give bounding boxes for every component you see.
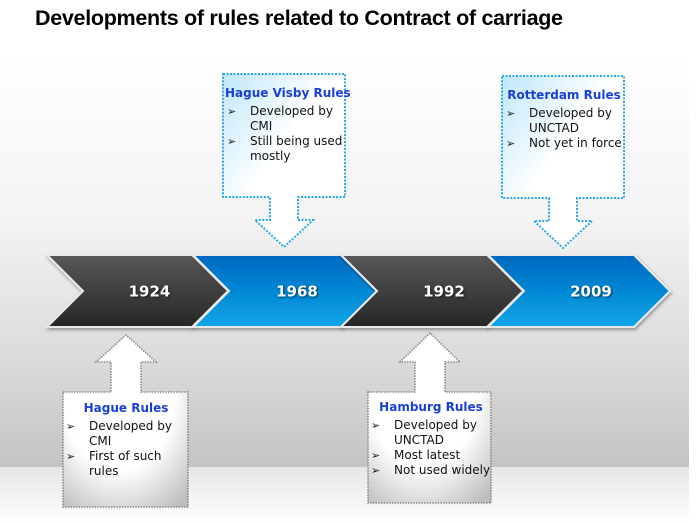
arrowhead-bullet-icon: ➢	[371, 463, 380, 478]
callout-heading: Rotterdam Rules	[504, 88, 624, 102]
arrowhead-bullet-icon: ➢	[506, 136, 515, 151]
callout-hamburg-rules: Hamburg Rules ➢ Developed by UNCTAD ➢ Most …	[369, 400, 493, 478]
callout-bullet-text: Developed by CMI	[89, 419, 172, 448]
callout-bullet-list: ➢ Developed by CMI ➢ Still being used mostl…	[225, 104, 345, 164]
callout-bullet-item: ➢ Developed by CMI	[225, 104, 345, 134]
callout-bullet-item: ➢ Developed by UNCTAD	[369, 418, 493, 448]
callout-bullet-text: Developed by CMI	[250, 104, 333, 133]
timeline-year-label: 1992	[423, 283, 465, 301]
callout-bullet-text: Developed by UNCTAD	[394, 418, 477, 447]
arrowhead-bullet-icon: ➢	[66, 419, 75, 434]
callout-hague-rules: Hague Rules ➢ Developed by CMI ➢ First of s…	[64, 401, 188, 479]
callout-hague-visby-rules: Hague Visby Rules ➢ Developed by CMI ➢ Stil…	[225, 86, 345, 164]
callout-bullet-text: First of such rules	[89, 449, 162, 478]
callout-bullet-item: ➢ Developed by CMI	[64, 419, 188, 449]
callout-bullet-item: ➢ Not yet in force	[504, 136, 624, 151]
timeline-year-label: 1924	[129, 283, 171, 301]
arrowhead-bullet-icon: ➢	[506, 106, 515, 121]
arrowhead-bullet-icon: ➢	[227, 104, 236, 119]
callout-bullet-list: ➢ Developed by UNCTAD ➢ Not yet in force	[504, 106, 624, 151]
callout-rotterdam-rules: Rotterdam Rules ➢ Developed by UNCTAD ➢ Not…	[504, 88, 624, 151]
callout-bullet-item: ➢ Most latest	[369, 448, 493, 463]
arrowhead-bullet-icon: ➢	[227, 134, 236, 149]
arrowhead-bullet-icon: ➢	[371, 448, 380, 463]
timeline-year-label: 2009	[570, 283, 612, 301]
callout-bullet-text: Most latest	[394, 448, 460, 462]
callout-bullet-text: Developed by UNCTAD	[529, 106, 612, 135]
callout-bullet-item: ➢ Not used widely	[369, 463, 493, 478]
arrowhead-bullet-icon: ➢	[66, 449, 75, 464]
callout-bullet-text: Still being used mostly	[250, 134, 342, 163]
callout-heading: Hague Rules	[64, 401, 188, 415]
callout-bullet-text: Not yet in force	[529, 136, 622, 150]
callout-bullet-list: ➢ Developed by CMI ➢ First of such rules	[64, 419, 188, 479]
timeline-year-label: 1968	[276, 283, 318, 301]
callout-bullet-item: ➢ First of such rules	[64, 449, 188, 479]
callout-heading: Hamburg Rules	[369, 400, 493, 414]
callout-heading: Hague Visby Rules	[225, 86, 345, 100]
callout-bullet-item: ➢ Developed by UNCTAD	[504, 106, 624, 136]
callout-bullet-list: ➢ Developed by UNCTAD ➢ Most latest ➢ Not use…	[369, 418, 493, 478]
arrowhead-bullet-icon: ➢	[371, 418, 380, 433]
callout-bullet-item: ➢ Still being used mostly	[225, 134, 345, 164]
callout-bullet-text: Not used widely	[394, 463, 490, 477]
